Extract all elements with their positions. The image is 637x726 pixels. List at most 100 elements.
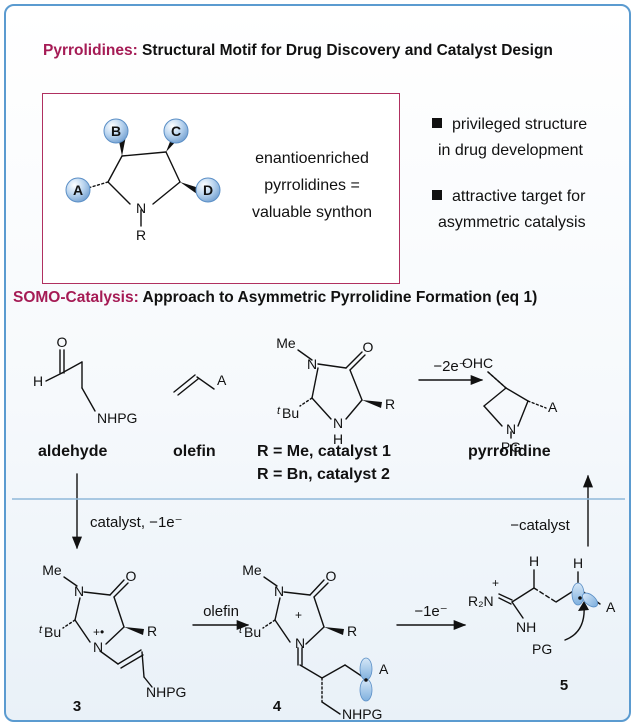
catalyst-n3: N <box>333 415 343 431</box>
compound-4-label: 4 <box>273 698 282 715</box>
bullet-2-line-1: attractive target for <box>452 188 586 205</box>
i4-a: A <box>379 661 389 677</box>
i3-o: O <box>126 568 137 584</box>
i3-me: Me <box>42 562 62 578</box>
wedge-3-r <box>124 627 144 635</box>
catalyst-structure <box>297 349 366 420</box>
ball-b-label: B <box>111 123 121 139</box>
olefin-a: A <box>217 372 227 388</box>
olefin-structure <box>173 374 215 396</box>
catalyst-wedge-r <box>362 400 382 408</box>
box-pyrrolidine-ring <box>87 151 181 227</box>
caption-line-2: pyrrolidines = <box>264 177 360 194</box>
arrow-olefin-label: olefin <box>203 603 239 620</box>
i5-nh: NH <box>516 619 536 635</box>
i4-n3: N <box>295 635 305 651</box>
ball-b <box>103 118 129 144</box>
heading-pyrrolidines-rest: Structural Motif for Drug Discovery and … <box>137 42 553 59</box>
ball-c-label: C <box>171 123 181 139</box>
i3-n3: N <box>93 639 103 655</box>
aldehyde-h: H <box>33 373 43 389</box>
catalyst-o: O <box>363 339 374 355</box>
curved-arrow-head <box>578 601 589 611</box>
i3-plus-radical: +• <box>93 625 104 639</box>
heading-somo: SOMO-Catalysis: Approach to Asymmetric P… <box>13 289 537 307</box>
bullet-2-line-2: asymmetric catalysis <box>438 214 586 231</box>
pyrrolidine-structure-box <box>42 93 400 284</box>
heading-somo-accent: SOMO-Catalysis: <box>13 289 139 306</box>
aldehyde-nhpg: NHPG <box>97 410 137 426</box>
bullet-square <box>432 190 442 200</box>
i4-t: t <box>239 624 243 636</box>
i5-pg: PG <box>532 641 552 657</box>
arrow-down-label: catalyst, −1e⁻ <box>90 514 183 531</box>
catalyst-bu: Bu <box>282 405 299 421</box>
label-pyrrolidine: pyrrolidine <box>468 443 551 460</box>
product-a: A <box>548 399 558 415</box>
product-ohc: OHC <box>462 355 493 371</box>
ball-d <box>195 177 221 203</box>
catalyst-t: t <box>277 405 281 417</box>
aldehyde-o: O <box>57 334 68 350</box>
ball-a-label: A <box>73 182 83 198</box>
product-pg: PG <box>501 439 521 455</box>
i4-n1: N <box>274 583 284 599</box>
label-catalyst-1: R = Me, catalyst 1 <box>257 443 391 460</box>
i5-r2n: R₂N <box>468 593 494 609</box>
wedge-d <box>180 182 199 194</box>
p-orbital-5 <box>571 582 599 608</box>
product-n: N <box>506 421 516 437</box>
caption-line-3: valuable synthon <box>251 204 373 221</box>
ball-d-label: D <box>203 182 213 198</box>
i3-nhpg: NHPG <box>146 684 186 700</box>
box-ring-r: R <box>136 227 146 243</box>
substituent-balls <box>65 118 221 203</box>
radical-dot-5 <box>578 596 582 600</box>
ball-c <box>163 118 189 144</box>
wedge-4-r <box>324 627 344 635</box>
bullet-square <box>432 118 442 128</box>
i5-plus: + <box>492 576 499 590</box>
i4-me: Me <box>242 562 262 578</box>
i4-plus: + <box>295 608 302 622</box>
box-ring-n: N <box>136 200 146 216</box>
i3-bu: Bu <box>44 624 61 640</box>
heading-somo-rest: Approach to Asymmetric Pyrrolidine Forma… <box>138 289 538 306</box>
arrow-top-label: −2e⁻ <box>433 358 466 375</box>
arrow-up-label: −catalyst <box>510 517 570 534</box>
i4-nhpg: NHPG <box>342 706 382 722</box>
heading-pyrrolidines-accent: Pyrrolidines: <box>43 42 138 59</box>
label-aldehyde: aldehyde <box>38 443 108 460</box>
catalyst-h: H <box>333 431 343 447</box>
bullet-attractive: attractive target for asymmetric catalys… <box>432 184 586 236</box>
label-olefin: olefin <box>173 443 216 460</box>
bullet-privileged: privileged structure in drug development <box>432 112 587 164</box>
intermediate-4 <box>262 576 367 715</box>
bullet-1-line-2: in drug development <box>438 142 583 159</box>
compound-5-label: 5 <box>560 677 568 694</box>
radical-dot-4 <box>364 678 368 682</box>
product-pyrrolidine <box>483 371 547 439</box>
arrow-oxidation-label: −1e⁻ <box>414 603 447 620</box>
bullet-1-line-1: privileged structure <box>452 116 588 133</box>
caption-line-1: enantioenriched <box>255 150 369 167</box>
i3-n1: N <box>74 583 84 599</box>
i3-t: t <box>39 624 43 636</box>
i5-a: A <box>606 599 616 615</box>
compound-3-label: 3 <box>73 698 81 715</box>
intermediate-3 <box>62 576 153 688</box>
heading-pyrrolidines: Pyrrolidines: Structural Motif for Drug … <box>43 42 553 60</box>
catalyst-me: Me <box>276 335 296 351</box>
catalyst-n1: N <box>307 356 317 372</box>
i4-bu: Bu <box>244 624 261 640</box>
label-catalyst-2: R = Bn, catalyst 2 <box>257 466 390 483</box>
i4-r: R <box>347 623 357 639</box>
i4-o: O <box>326 568 337 584</box>
i5-h1: H <box>529 553 539 569</box>
ball-a <box>65 177 91 203</box>
i3-r: R <box>147 623 157 639</box>
catalyst-r: R <box>385 396 395 412</box>
aldehyde-structure <box>45 349 96 412</box>
i5-h2: H <box>573 555 583 571</box>
